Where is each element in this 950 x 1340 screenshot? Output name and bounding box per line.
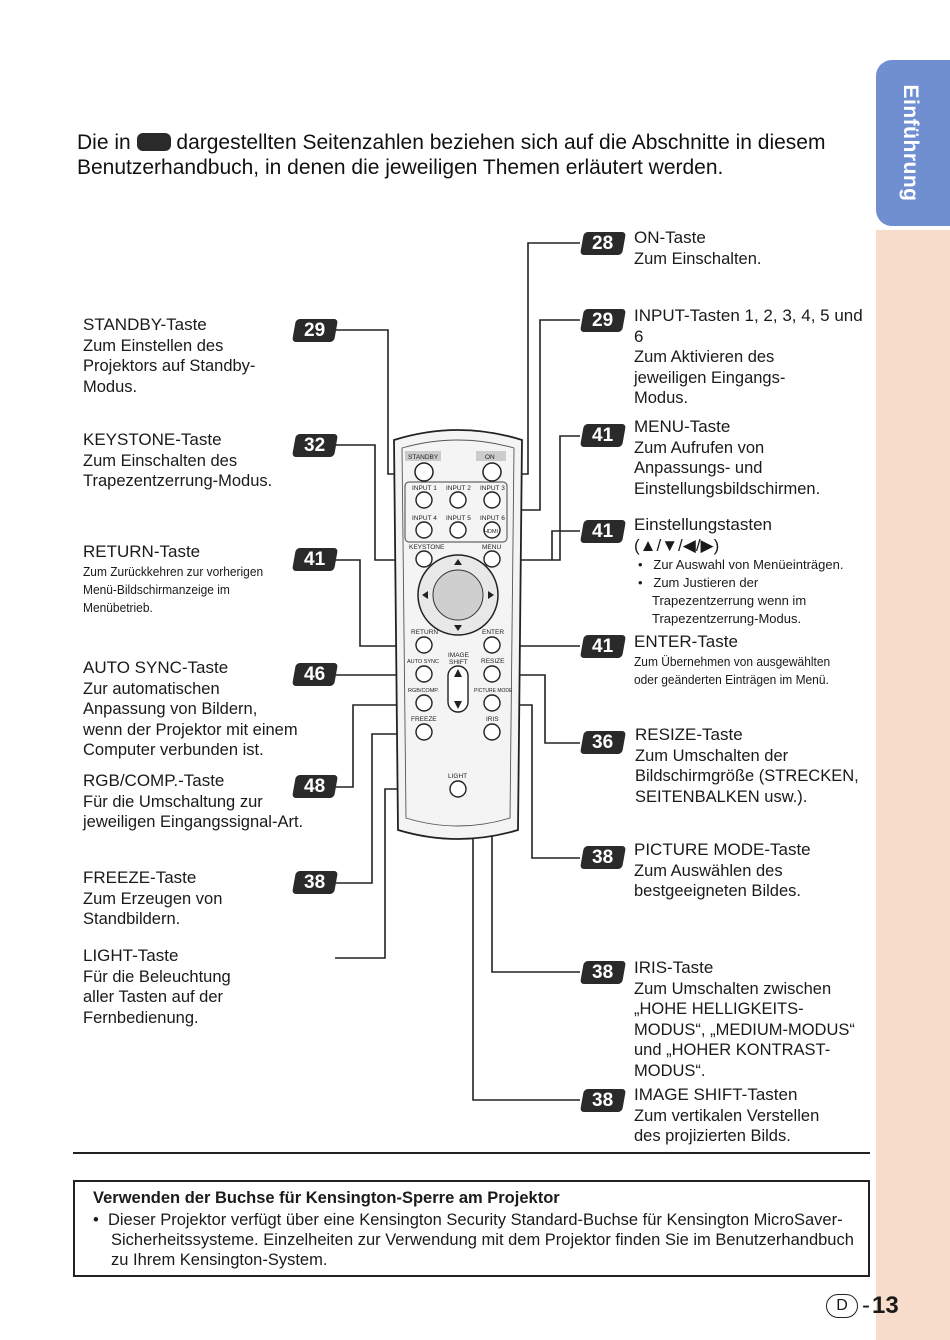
page-badge[interactable]: 28 bbox=[579, 232, 627, 255]
svg-text:AUTO SYNC: AUTO SYNC bbox=[407, 659, 439, 665]
svg-text:RESIZE: RESIZE bbox=[481, 658, 505, 665]
page-badge[interactable]: 41 bbox=[579, 520, 627, 543]
svg-text:SHIFT: SHIFT bbox=[449, 659, 468, 666]
svg-text:RETURN: RETURN bbox=[411, 629, 438, 636]
label-menu: MENU-Taste Zum Aufrufen von Anpassungs- … bbox=[634, 417, 821, 498]
svg-text:ON: ON bbox=[485, 454, 495, 461]
page-badge-icon bbox=[136, 133, 171, 151]
svg-text:IRIS: IRIS bbox=[486, 716, 499, 723]
note-bullet: • Dieser Projektor verfügt über eine Ken… bbox=[93, 1211, 854, 1269]
page-badge[interactable]: 41 bbox=[579, 635, 627, 658]
chapter-tab[interactable] bbox=[876, 60, 950, 226]
page-badge[interactable]: 41 bbox=[291, 548, 339, 571]
svg-text:FREEZE: FREEZE bbox=[411, 716, 437, 723]
bullet-item: • Zum Justieren der Trapezentzerrung wen… bbox=[638, 575, 807, 626]
page-badge[interactable]: 41 bbox=[579, 424, 627, 447]
remote-control: STANDBY ON INPUT 1 INPUT 2 INPUT 3 INPUT… bbox=[393, 429, 523, 840]
label-on: ON-Taste Zum Einschalten. bbox=[634, 228, 762, 268]
label-standby: STANDBY-Taste Zum Einstellen des Projekt… bbox=[83, 315, 256, 396]
bullet-item: • Zur Auswahl von Menüeinträgen. bbox=[638, 557, 844, 572]
page-badge[interactable]: 36 bbox=[579, 731, 627, 754]
svg-text:HDMI: HDMI bbox=[484, 529, 499, 535]
label-picture-mode: PICTURE MODE-Taste Zum Auswählen des bes… bbox=[634, 840, 811, 900]
label-auto-sync: AUTO SYNC-Taste Zur automatischen Anpass… bbox=[83, 658, 298, 759]
page-badge[interactable]: 29 bbox=[291, 319, 339, 342]
label-return: RETURN-Taste Zum Zurückkehren zur vorher… bbox=[83, 542, 264, 615]
intro-text: Die in dargestellten Seitenzahlen bezieh… bbox=[77, 131, 826, 179]
svg-text:ENTER: ENTER bbox=[482, 629, 504, 636]
svg-text:INPUT 2: INPUT 2 bbox=[446, 485, 471, 492]
label-rgb-comp: RGB/COMP.-Taste Für die Umschaltung zur … bbox=[83, 771, 304, 831]
svg-text:STANDBY: STANDBY bbox=[408, 454, 439, 461]
page-badge[interactable]: 32 bbox=[291, 434, 339, 457]
divider bbox=[73, 1152, 870, 1154]
svg-text:LIGHT: LIGHT bbox=[448, 773, 467, 780]
label-light: LIGHT-Taste Für die Beleuchtung aller Ta… bbox=[83, 946, 231, 1027]
svg-text:INPUT 4: INPUT 4 bbox=[412, 515, 437, 522]
label-image-shift: IMAGE SHIFT-Tasten Zum vertikalen Verste… bbox=[634, 1085, 820, 1145]
label-input: INPUT-Tasten 1, 2, 3, 4, 5 und 6 Zum Akt… bbox=[634, 306, 863, 407]
page-badge[interactable]: 29 bbox=[579, 309, 627, 332]
kensington-note: Verwenden der Buchse für Kensington-Sper… bbox=[73, 1180, 870, 1277]
label-keystone: KEYSTONE-Taste Zum Einschalten des Trape… bbox=[83, 430, 273, 490]
svg-text:INPUT 3: INPUT 3 bbox=[480, 485, 505, 492]
page-badge[interactable]: 38 bbox=[579, 961, 627, 984]
page-badge[interactable]: 38 bbox=[579, 1089, 627, 1112]
svg-text:MENU: MENU bbox=[482, 544, 501, 551]
label-resize: RESIZE-Taste Zum Umschalten der Bildschi… bbox=[635, 725, 859, 806]
language-badge: D bbox=[826, 1294, 858, 1318]
label-iris: IRIS-Taste Zum Umschalten zwischen „HOHE… bbox=[634, 958, 855, 1080]
label-enter: ENTER-Taste Zum Übernehmen von ausgewähl… bbox=[634, 632, 831, 687]
svg-text:KEYSTONE: KEYSTONE bbox=[409, 544, 445, 551]
svg-text:INPUT 1: INPUT 1 bbox=[412, 485, 437, 492]
svg-text:PICTURE MODE: PICTURE MODE bbox=[474, 688, 513, 694]
sidebar-panel bbox=[876, 230, 950, 1340]
label-adjust-keys: Einstellungstasten (▲/▼/◀/▶) • Zur Auswa… bbox=[634, 515, 864, 628]
svg-text:RGB/COMP.: RGB/COMP. bbox=[408, 688, 439, 694]
page-badge[interactable]: 46 bbox=[291, 663, 339, 686]
svg-text:INPUT 5: INPUT 5 bbox=[446, 515, 471, 522]
svg-text:IMAGE: IMAGE bbox=[448, 652, 470, 659]
svg-text:INPUT 6: INPUT 6 bbox=[480, 515, 505, 522]
label-freeze: FREEZE-Taste Zum Erzeugen von Standbilde… bbox=[83, 868, 223, 928]
page-badge[interactable]: 38 bbox=[291, 871, 339, 894]
page-badge[interactable]: 38 bbox=[579, 846, 627, 869]
page-number: D - 13 bbox=[826, 1292, 899, 1320]
